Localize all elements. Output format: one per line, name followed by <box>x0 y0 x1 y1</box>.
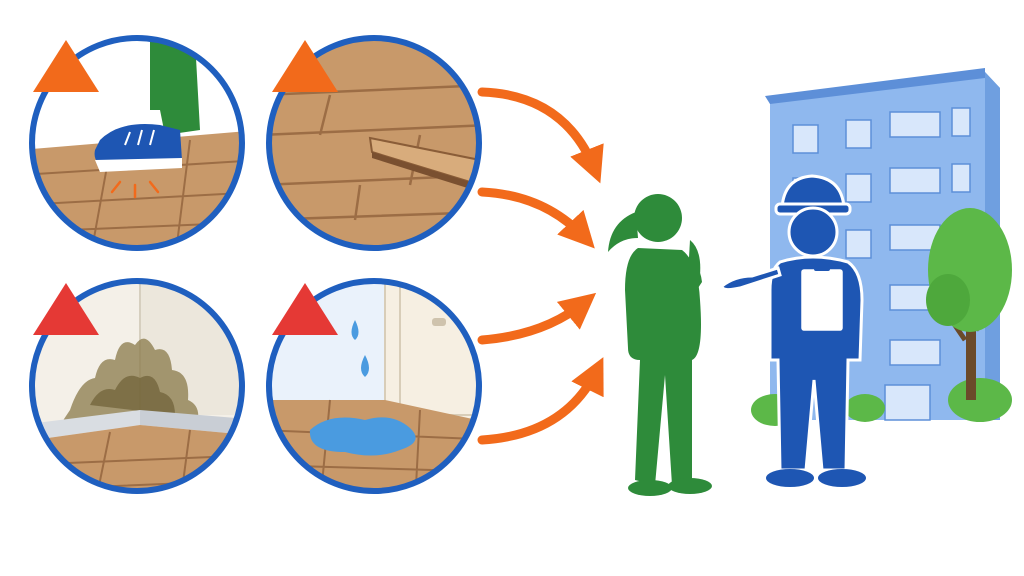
water-puddle <box>309 417 416 456</box>
warning-triangle-icon <box>33 40 99 92</box>
panel-ring <box>29 35 245 251</box>
resident-icon <box>608 194 712 496</box>
arrow-icon <box>477 292 597 345</box>
warning-triangle-icon <box>272 283 338 335</box>
arrow-icon <box>477 357 604 445</box>
leg-icon <box>150 40 200 135</box>
warning-triangle-icon <box>272 40 338 92</box>
hard-hat-icon <box>780 174 846 210</box>
panel-water-leak <box>266 278 482 494</box>
clipboard-icon <box>798 266 846 334</box>
panel-ring <box>266 278 482 494</box>
shoe-icon <box>94 124 182 168</box>
arrow-icon <box>477 87 604 184</box>
arrows <box>477 87 604 445</box>
cabinet <box>384 281 479 426</box>
panel-creaking-floor <box>29 35 245 251</box>
panel-ring <box>29 278 245 494</box>
creak-marks <box>110 180 160 199</box>
lifted-board <box>368 136 479 187</box>
tree-icon <box>926 208 1012 400</box>
arrow-icon <box>477 187 595 249</box>
panel-lifted-floorboard <box>266 35 482 251</box>
water-drop-icon <box>361 355 369 377</box>
water-drop-icon <box>351 320 359 340</box>
panel-mold-corner <box>29 278 245 494</box>
inspector-icon <box>720 174 866 487</box>
panel-ring <box>266 35 482 251</box>
warning-triangle-icon <box>33 283 99 335</box>
